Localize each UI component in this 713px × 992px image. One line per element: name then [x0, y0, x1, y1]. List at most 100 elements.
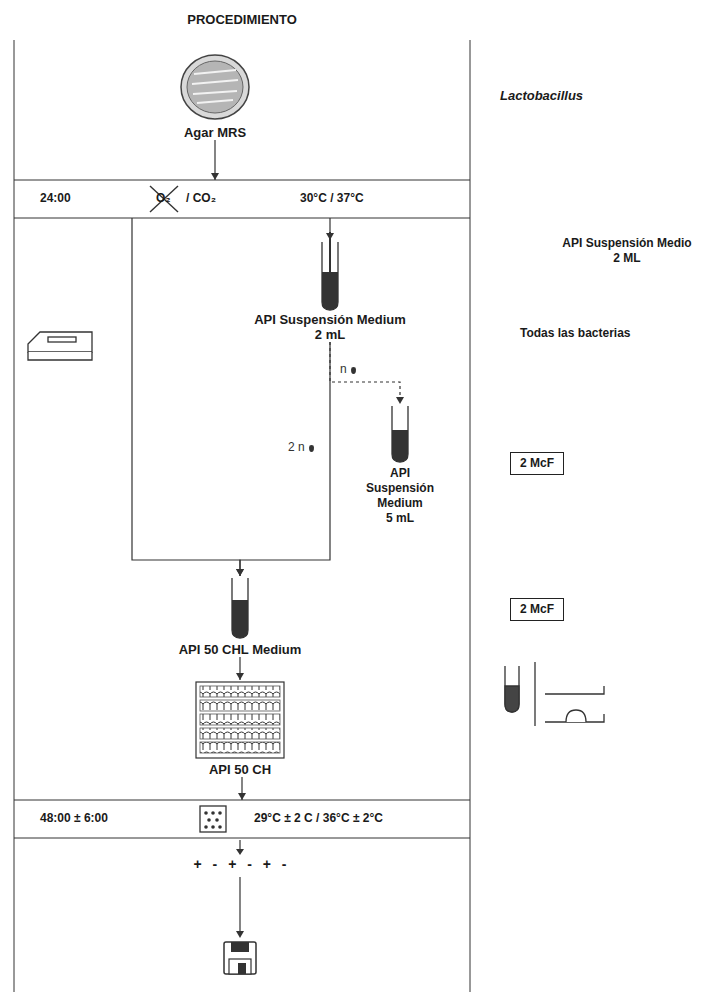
petri-dish-part	[187, 61, 243, 113]
oxygen-cross	[150, 186, 178, 212]
arrow-head	[326, 233, 334, 240]
node-text: API 50 CH	[166, 762, 314, 777]
oxygen-cross-part	[150, 186, 178, 212]
api-strip-part	[196, 682, 284, 758]
band-text: / CO₂	[186, 191, 216, 206]
api-strip-part	[200, 714, 280, 725]
node-text: Agar MRS	[146, 125, 284, 140]
frame-lines-part	[14, 838, 470, 839]
connector	[132, 218, 244, 576]
suspension-tube: API Suspensión Medium2 mL	[226, 240, 434, 342]
petri-dish-part	[192, 70, 238, 103]
floppy-disk-icon-part	[229, 959, 251, 974]
culture-plate: Agar MRS	[146, 50, 284, 140]
incubator-icon-part	[211, 811, 215, 815]
api-strip-part	[200, 686, 280, 697]
frame-lines-part	[470, 40, 471, 992]
result-arrows-part	[239, 840, 240, 850]
result-arrows-part	[236, 931, 244, 938]
organism-label: Lactobacillus	[500, 88, 583, 103]
band-text: 24:00	[40, 191, 71, 206]
medium-tube: API 50 CHL Medium	[146, 576, 334, 657]
gallery-strip: API 50 CH	[166, 680, 314, 777]
medium-tube-chl-part	[232, 600, 248, 638]
suspension-tube-2ml-part	[322, 272, 338, 310]
oxygen-cross-part	[150, 186, 178, 212]
result-arrows-part	[236, 849, 244, 855]
frame-lines-part	[14, 40, 15, 992]
node-text: API 50 CHL Medium	[146, 642, 334, 657]
suspension-tube-5ml-part	[392, 406, 408, 462]
connector-line	[330, 342, 400, 404]
api-strip-part	[200, 700, 280, 711]
drop-count: n	[338, 362, 358, 376]
incubator-icon-part	[200, 806, 226, 832]
connector	[236, 657, 244, 680]
filling-icons-part	[534, 662, 535, 726]
suspension-tube-5ml-part	[392, 430, 408, 462]
medium-note: API Suspensión Medio 2 ML	[560, 236, 694, 266]
band-text: 30°C / 37°C	[300, 191, 364, 206]
medium-tube-chl-part	[232, 578, 248, 638]
medium-tube-chl	[232, 578, 248, 638]
filling-icons-part	[545, 686, 604, 694]
densitometer-part	[28, 332, 92, 352]
suspension-tube-2ml	[322, 232, 338, 310]
densitometer	[28, 332, 92, 360]
band-text: 48:00 ± 6:00	[40, 811, 108, 826]
frame-lines-part	[14, 218, 470, 219]
connector	[330, 342, 404, 404]
incubator-icon-part	[204, 811, 208, 815]
arrow-head	[211, 173, 219, 180]
incubator-icon-part	[211, 825, 215, 829]
connector	[326, 218, 334, 240]
arrow-head	[238, 793, 246, 800]
node-text: 2 McF	[520, 456, 554, 471]
filling-icons	[505, 662, 604, 726]
floppy-disk-icon-part	[224, 942, 256, 974]
arrow-head	[396, 397, 404, 404]
node-text: API Suspensión Medium	[360, 466, 440, 511]
arrow-head	[236, 673, 244, 680]
floppy-disk-icon-part	[231, 942, 249, 952]
incubation-band: 24:00 O₂ / CO₂ 30°C / 37°C	[14, 180, 470, 218]
result-signs: + - + - + -	[160, 857, 320, 872]
drop-count: 2 n	[286, 440, 316, 454]
frame-lines-part	[14, 180, 470, 181]
incubator-icon-part	[215, 818, 219, 822]
incubator-icon-part	[207, 818, 211, 822]
scope-note: Todas las bacterias	[520, 326, 631, 341]
result-arrows-part	[239, 877, 240, 932]
filling-icons-part	[505, 666, 519, 712]
suspension-tube: API Suspensión Medium5 mL	[345, 404, 455, 526]
incubation-band: 48:00 ± 6:00 29°C ± 2 C / 36°C ± 2°C	[14, 800, 470, 838]
density-box: 2 McF	[510, 452, 564, 475]
floppy-disk-icon	[224, 942, 256, 974]
connector-line	[132, 218, 240, 576]
band-text: 29°C ± 2 C / 36°C ± 2°C	[254, 811, 383, 826]
node-text: API Suspensión Medium	[226, 312, 434, 327]
densitometer-part	[48, 337, 76, 342]
result-arrows	[236, 840, 244, 938]
connector	[236, 342, 330, 576]
arrow-head	[236, 569, 244, 576]
api-strip	[196, 682, 284, 758]
filling-icons-part	[505, 686, 519, 712]
node-text: 2 McF	[520, 602, 554, 617]
floppy-disk-icon-part	[238, 963, 246, 974]
connector	[238, 777, 246, 800]
incubator-icon	[200, 806, 226, 832]
api-strip-part	[200, 728, 280, 739]
petri-dish-part	[181, 55, 249, 119]
node-text: 2 mL	[226, 327, 434, 342]
connector-line	[240, 342, 330, 576]
api-strip-part	[200, 742, 280, 753]
incubator-icon-part	[218, 825, 222, 829]
band-text: O₂	[156, 191, 171, 206]
diagram-title: PROCEDIMIENTO	[14, 12, 470, 27]
incubator-icon-part	[218, 811, 222, 815]
node-text: 5 mL	[360, 511, 440, 526]
